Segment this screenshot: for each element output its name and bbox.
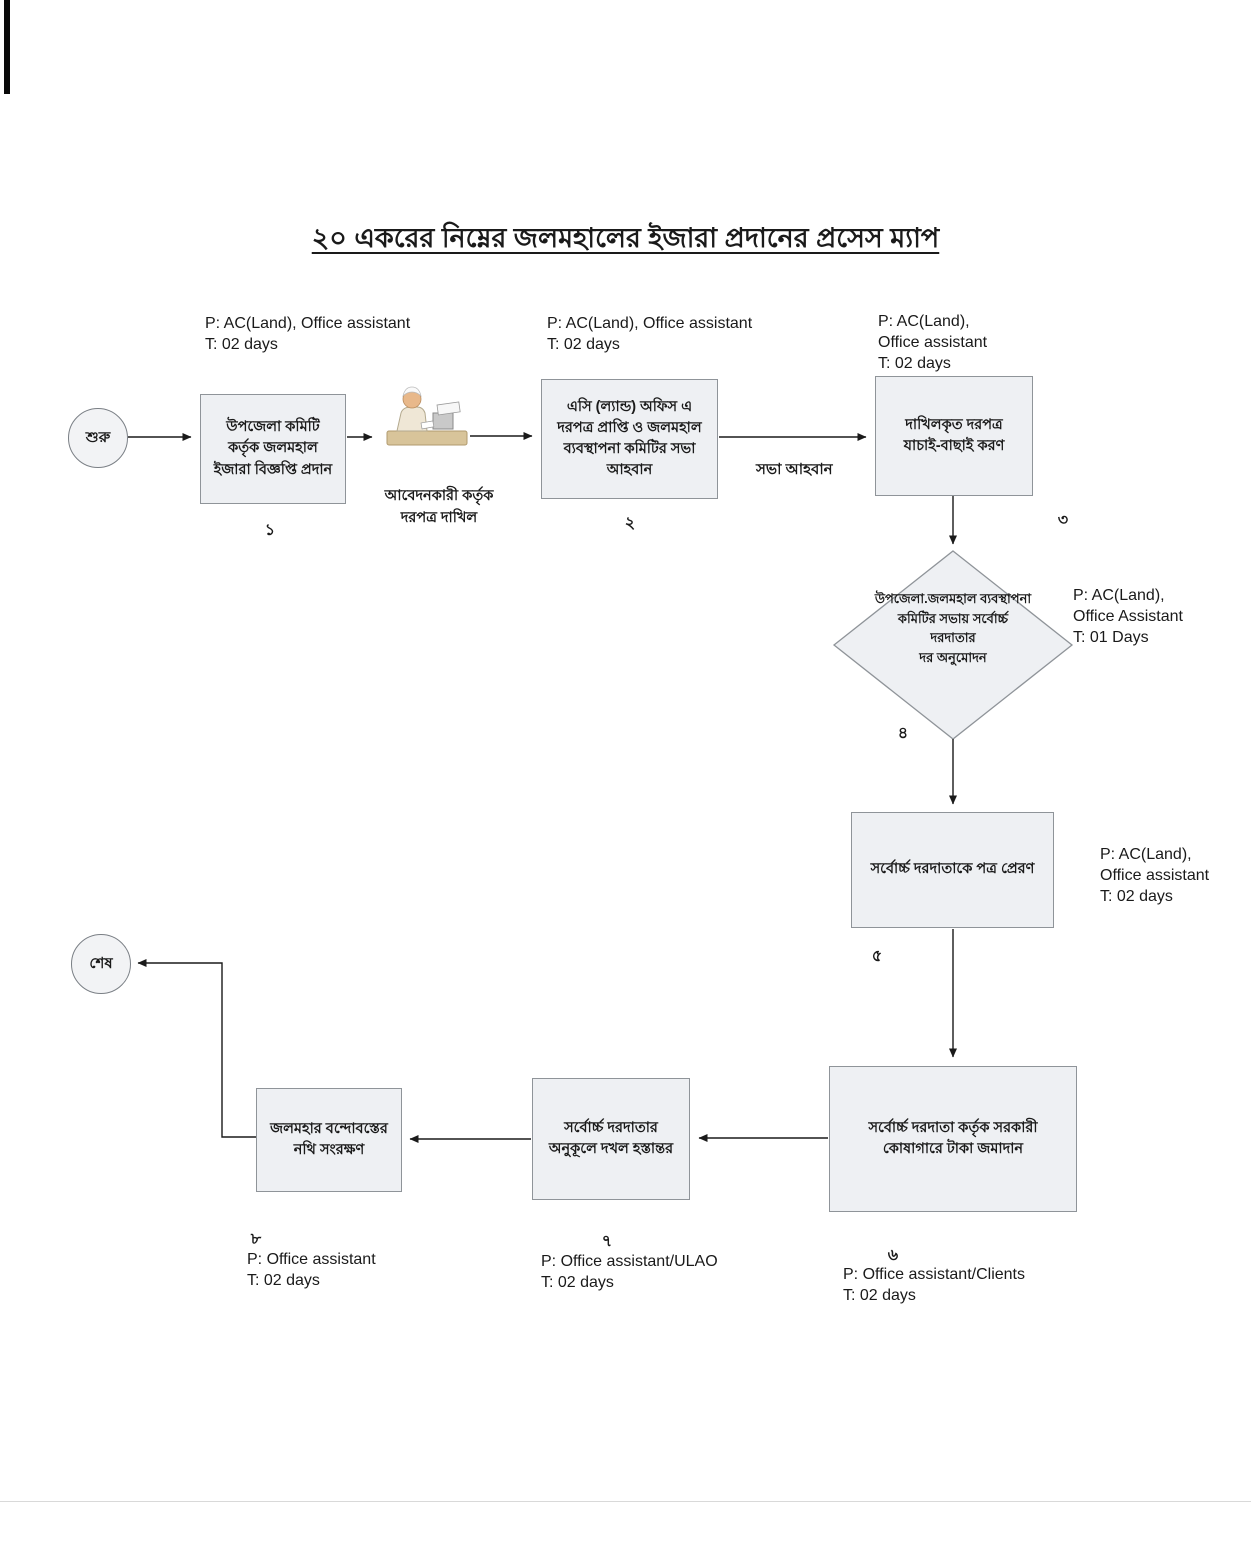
page-bottom-rule: [0, 1501, 1251, 1502]
step-2-number: ২: [624, 515, 636, 532]
step-2-annotation: P: AC(Land), Office assistant T: 02 days: [547, 315, 753, 353]
applicant-illustration: [381, 383, 473, 458]
step-7-box: সর্বোর্চ্চ দরদাতার অনুকূলে দখল হস্তান্তর: [532, 1078, 690, 1200]
decision-annotation: P: AC(Land), Office Assistant T: 01 Days: [1073, 587, 1183, 646]
edge-label-meeting-call: সভা আহবান: [756, 461, 833, 478]
start-label: শুরু: [85, 428, 111, 446]
step-5-label: সর্বোর্চ্চ দরদাতাকে পত্র প্রেরণ: [870, 861, 1035, 878]
step-5-number: ৫: [871, 948, 883, 965]
step-1-number: ১: [264, 522, 276, 539]
step-3-number: ৩: [1057, 512, 1069, 529]
step-6-label: সর্বোর্চ্চ দরদাতা কর্তৃক সরকারী কোষাগারে…: [868, 1119, 1038, 1157]
step-1-box: উপজেলা কমিটি কর্তৃক জলমহাল ইজারা বিজ্ঞপ্…: [200, 394, 346, 504]
applicant-caption: আবেদনকারী কর্তৃক দরপত্র দাখিল: [384, 488, 494, 526]
decision-label: উপজেলা.জলমহাল ব্যবস্থাপনা কমিটির সভায় স…: [874, 591, 1032, 665]
step-6-annotation: P: Office assistant/Clients T: 02 days: [843, 1266, 1025, 1304]
arrow-step8-to-end: [137, 959, 256, 1138]
step-7-number: ৭: [601, 1233, 613, 1250]
step-1-label: উপজেলা কমিটি কর্তৃক জলমহাল ইজারা বিজ্ঞপ্…: [213, 419, 333, 478]
step-3-label: দাখিলকৃত দরপত্র যাচাই-বাছাই করণ: [903, 416, 1005, 454]
step-3-annotation: P: AC(Land), Office assistant T: 02 days: [878, 313, 988, 372]
step-8-label: জলমহার বন্দোবস্তের নথি সংরক্ষণ: [270, 1120, 388, 1158]
step-8-box: জলমহার বন্দোবস্তের নথি সংরক্ষণ: [256, 1088, 402, 1192]
step-8-annotation: P: Office assistant T: 02 days: [247, 1251, 376, 1289]
step-1-annotation: P: AC(Land), Office assistant T: 02 days: [205, 315, 411, 353]
step-7-annotation: P: Office assistant/ULAO T: 02 days: [541, 1253, 718, 1291]
step-2-label: এসি (ল্যান্ড) অফিস এ দরপত্র প্রাপ্তি ও জ…: [557, 398, 702, 479]
step-3-box: দাখিলকৃত দরপত্র যাচাই-বাছাই করণ: [875, 376, 1033, 496]
step-5-annotation: P: AC(Land), Office assistant T: 02 days: [1100, 846, 1210, 905]
decision-number: ৪: [897, 725, 909, 742]
step-7-label: সর্বোর্চ্চ দরদাতার অনুকূলে দখল হস্তান্তর: [548, 1119, 674, 1157]
end-terminal: শেষ: [71, 934, 131, 994]
step-6-box: সর্বোর্চ্চ দরদাতা কর্তৃক সরকারী কোষাগারে…: [829, 1066, 1077, 1212]
end-label: শেষ: [89, 954, 113, 972]
scan-artifact-line: [4, 0, 10, 94]
page-title: ২০ একরের নিম্নের জলমহালের ইজারা প্রদানের…: [311, 223, 940, 253]
start-terminal: শুরু: [68, 408, 128, 468]
step-8-number: ৮: [250, 1231, 262, 1248]
step-6-number: ৬: [887, 1247, 899, 1264]
step-5-box: সর্বোর্চ্চ দরদাতাকে পত্র প্রেরণ: [851, 812, 1054, 928]
person-at-desk-icon: [386, 386, 468, 446]
step-2-box: এসি (ল্যান্ড) অফিস এ দরপত্র প্রাপ্তি ও জ…: [541, 379, 718, 499]
